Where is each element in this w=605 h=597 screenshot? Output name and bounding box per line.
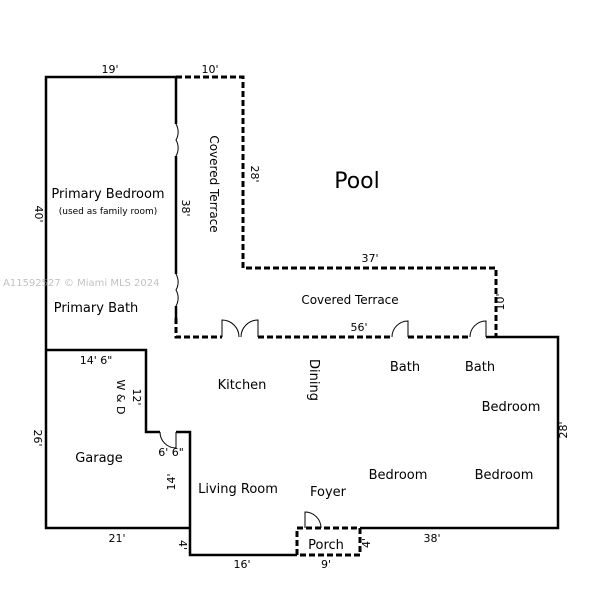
room-bath: Bath — [390, 360, 420, 375]
dim-label: 12' — [130, 388, 143, 405]
room-dining: Dining — [306, 359, 321, 401]
watermark: A11592527 © Miami MLS 2024 — [3, 278, 160, 289]
east-wall — [360, 335, 560, 530]
primary-wing-wall — [44, 75, 190, 530]
dim-label: 56' — [350, 321, 367, 334]
walls — [44, 75, 560, 557]
room-labels: Pool Primary Bedroom (used as family roo… — [51, 135, 540, 553]
room-bedroom: Bedroom — [475, 468, 534, 483]
garage-wall — [46, 348, 160, 434]
door-icon — [304, 511, 322, 529]
porch-outline — [295, 526, 362, 557]
room-wd: W & D — [114, 380, 127, 415]
dim-label: 9' — [321, 558, 331, 571]
room-bedroom: Bedroom — [482, 400, 541, 415]
dim-label: 10' — [201, 63, 218, 76]
room-bath: Bath — [465, 360, 495, 375]
dim-label: 37' — [361, 252, 378, 265]
room-primary-bedroom: Primary Bedroom — [51, 187, 164, 202]
room-living-room: Living Room — [198, 482, 278, 497]
room-bedroom: Bedroom — [369, 468, 428, 483]
dim-label: 16' — [233, 558, 250, 571]
door-icon — [221, 319, 259, 338]
door-icon — [175, 273, 179, 307]
room-kitchen: Kitchen — [218, 378, 267, 393]
terrace-left-bottom — [174, 318, 222, 339]
dim-label: 4' — [360, 538, 373, 548]
door-icon — [159, 431, 177, 449]
room-covered-terrace-vertical: Covered Terrace — [207, 135, 221, 232]
room-pool: Pool — [334, 169, 380, 194]
dim-label: 10' — [494, 293, 507, 310]
dim-label: 14' 6" — [80, 354, 113, 367]
room-porch: Porch — [308, 538, 344, 553]
dim-label: 6' 6" — [158, 446, 184, 459]
dim-label: 38' — [179, 199, 192, 216]
door-icon — [469, 320, 487, 338]
door-icon — [391, 320, 409, 338]
room-primary-bath: Primary Bath — [54, 301, 139, 316]
terrace-outline — [176, 75, 498, 337]
dimension-labels: 19' 10' 40' 28' 38' 37' 10' 56' 14' 6" 1… — [31, 63, 570, 571]
dim-label: 40' — [32, 205, 45, 222]
doors — [159, 123, 487, 529]
dim-label: 28' — [248, 165, 261, 182]
dim-label: 26' — [31, 429, 44, 446]
dim-label: 28' — [557, 421, 570, 438]
living-wall — [176, 430, 297, 557]
dim-label: 14' — [165, 473, 178, 490]
door-icon — [175, 123, 179, 157]
room-foyer: Foyer — [310, 485, 347, 500]
room-garage: Garage — [75, 451, 123, 466]
dim-label: 38' — [423, 532, 440, 545]
room-primary-bedroom-note: (used as family room) — [59, 207, 158, 217]
dim-label: 4' — [176, 540, 189, 550]
room-covered-terrace: Covered Terrace — [301, 293, 398, 307]
dim-label: 21' — [108, 532, 125, 545]
dim-label: 19' — [101, 63, 118, 76]
